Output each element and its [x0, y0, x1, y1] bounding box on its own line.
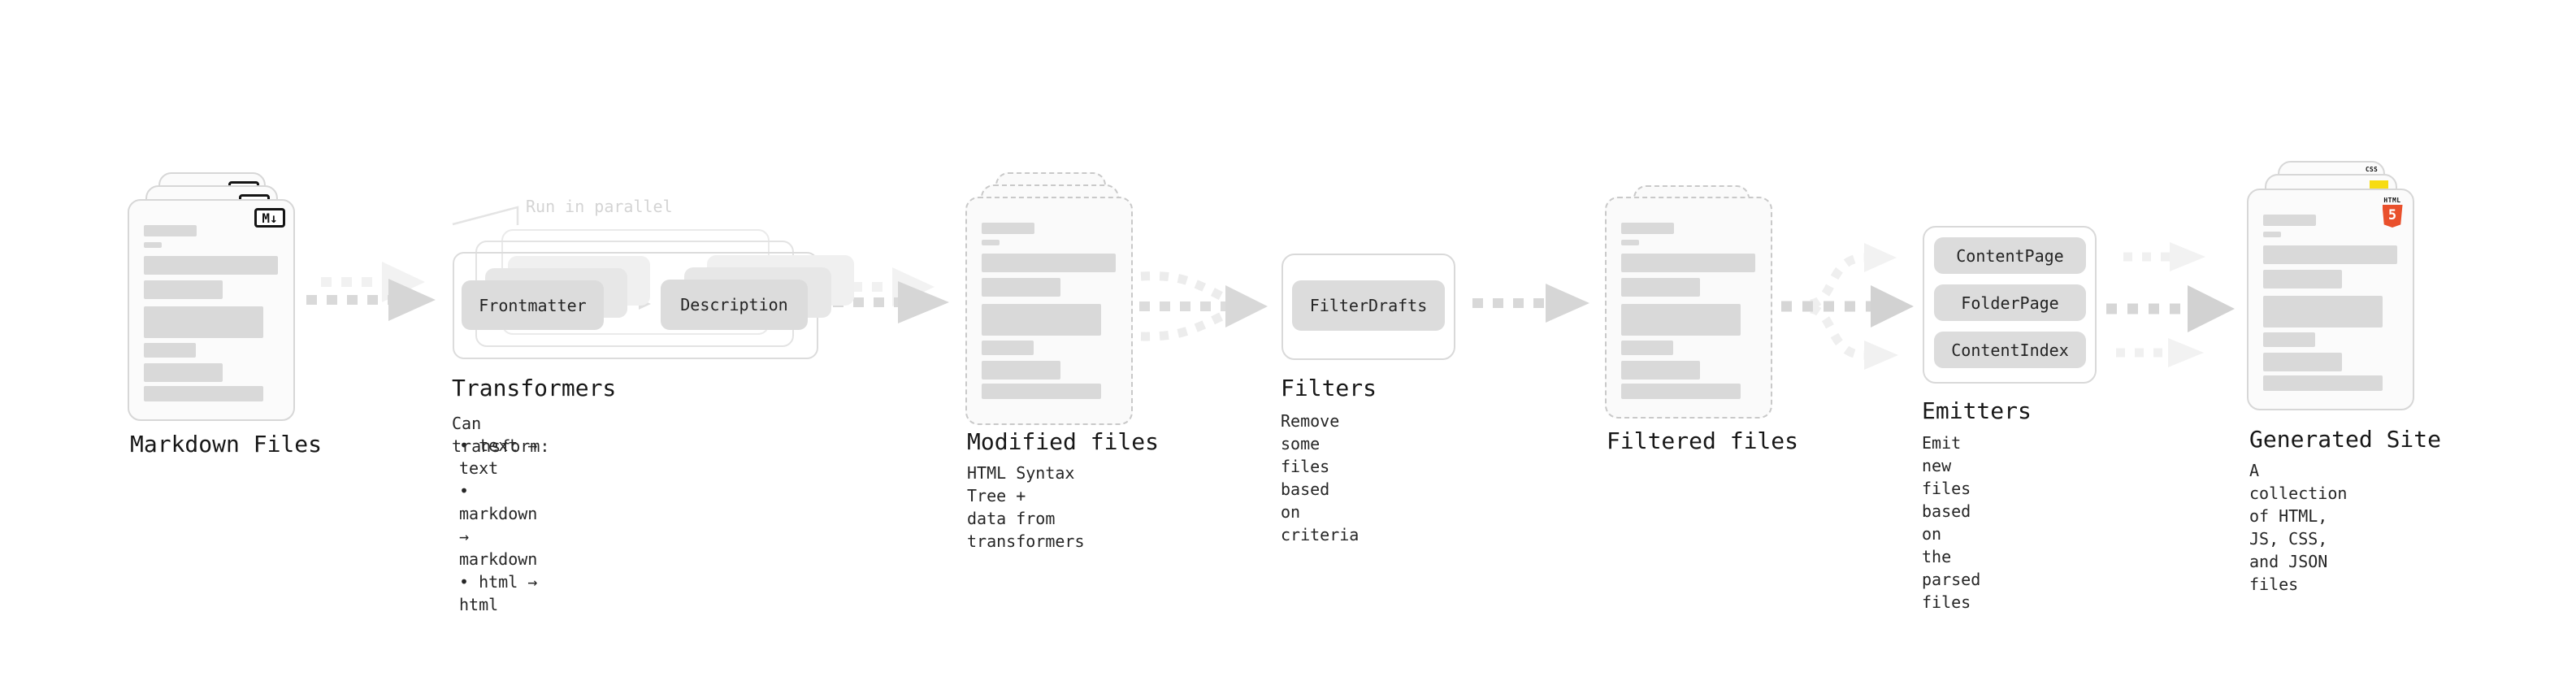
stage-label-generated-site: Generated Site — [2249, 426, 2442, 453]
markdown-file-card-front: M↓ — [128, 199, 295, 421]
transformers-bullet-list: • text → text • markdown → markdown • ht… — [459, 436, 538, 614]
file-content-placeholder — [1607, 198, 1771, 417]
stage-label-modified-files: Modified files — [967, 428, 1160, 455]
modified-file-card-front — [965, 197, 1133, 425]
stage-label-filters: Filters — [1281, 375, 1377, 401]
generated-site-desc: A collection of HTML, JS, CSS, and JSON … — [2249, 461, 2348, 594]
stage-label-emitters: Emitters — [1922, 397, 2032, 424]
folderpage-pill: FolderPage — [1934, 284, 2086, 321]
contentpage-pill: ContentPage — [1934, 237, 2086, 274]
file-content-placeholder — [967, 198, 1131, 423]
emitters-desc: Emit new files based on the parsed files — [1922, 433, 1981, 612]
filterdrafts-pill: FilterDrafts — [1292, 280, 1445, 331]
description-pill: Description — [661, 280, 808, 330]
markdown-icon: M↓ — [254, 208, 285, 228]
html5-icon: HTML 5 — [2381, 197, 2404, 228]
js-icon — [2370, 180, 2388, 191]
stage-label-filtered-files: Filtered files — [1607, 427, 1799, 454]
run-in-parallel-annotation: Run in parallel — [526, 197, 673, 216]
stage-label-markdown-files: Markdown Files — [130, 431, 323, 458]
filtered-file-card-front — [1605, 197, 1772, 419]
transformers-desc-heading: Can transform: — [452, 414, 550, 456]
file-content-placeholder — [2249, 190, 2413, 409]
contentindex-pill: ContentIndex — [1934, 332, 2086, 368]
modified-files-desc: HTML Syntax Tree + data from transformer… — [967, 463, 1085, 551]
stage-label-transformers: Transformers — [452, 375, 617, 401]
filters-desc: Remove some files based on criteria — [1281, 411, 1360, 544]
file-content-placeholder — [129, 201, 293, 419]
frontmatter-pill: Frontmatter — [462, 280, 604, 330]
generated-file-card-html: HTML 5 — [2247, 189, 2414, 410]
